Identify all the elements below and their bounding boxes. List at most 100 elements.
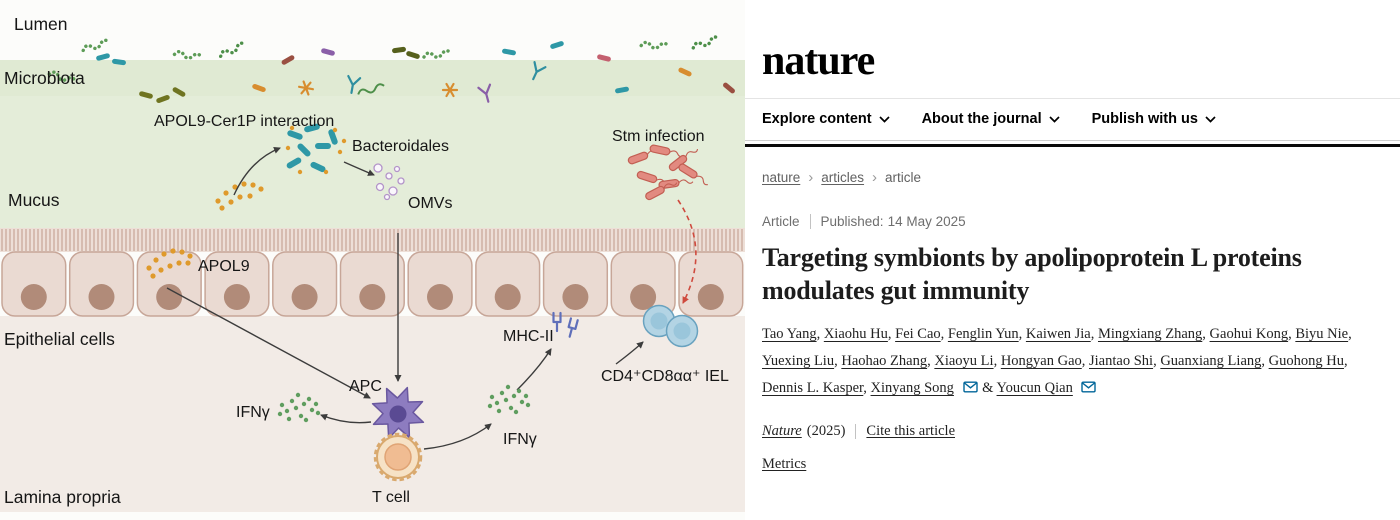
nav-about-journal[interactable]: About the journal bbox=[922, 111, 1060, 127]
apol9-dot bbox=[176, 260, 182, 266]
author-link[interactable]: Fenglin Yun bbox=[947, 326, 1019, 343]
metrics-link[interactable]: Metrics bbox=[762, 456, 807, 473]
stm-bacterium bbox=[678, 163, 708, 186]
author-link[interactable]: Xinyang Song bbox=[870, 379, 954, 396]
author-link[interactable]: Dennis L. Kasper bbox=[762, 379, 864, 396]
author-link[interactable]: Mingxiang Zhang bbox=[1097, 326, 1203, 343]
ifng-dot bbox=[494, 400, 500, 406]
ifng-dot bbox=[487, 403, 493, 409]
breadcrumb-separator: › bbox=[872, 169, 878, 186]
bacterium-icon bbox=[550, 41, 564, 49]
label-epithelial-cells: Epithelial cells bbox=[4, 329, 115, 349]
ifng-dot bbox=[295, 392, 301, 398]
cite-this-article-link[interactable]: Cite this article bbox=[866, 423, 956, 440]
arrow-apol9-to-bacteroidales bbox=[233, 146, 281, 196]
citation-row: Nature (2025) Cite this article bbox=[762, 423, 1383, 440]
published-date: 14 May 2025 bbox=[887, 214, 966, 229]
bacterium-icon bbox=[532, 61, 547, 81]
epithelial-cell-row bbox=[1, 251, 744, 317]
cell-nucleus bbox=[427, 284, 453, 310]
ifng-dot bbox=[523, 393, 529, 399]
arrow-apc-to-ifng-left bbox=[320, 413, 372, 424]
site-header: nature bbox=[745, 0, 1400, 99]
apol9-dot bbox=[219, 205, 225, 211]
label-stm-infection: Stm infection bbox=[612, 128, 704, 145]
omv-vesicle bbox=[393, 165, 401, 173]
author-separator: , bbox=[887, 326, 896, 343]
author-link[interactable]: Kaiwen Jia bbox=[1025, 326, 1091, 343]
article-type: Article bbox=[762, 214, 800, 229]
cell-nucleus bbox=[697, 284, 724, 310]
author-separator: , bbox=[863, 379, 871, 396]
apol9-dot-arc bbox=[146, 248, 193, 279]
bacterium-icon bbox=[156, 94, 170, 104]
cer1p-dot bbox=[285, 145, 291, 151]
bacterium-icon bbox=[347, 74, 362, 94]
bacteroidales-cluster bbox=[286, 123, 338, 173]
arrow-ifng-to-mhc2 bbox=[516, 348, 552, 391]
epithelial-cell bbox=[272, 251, 338, 317]
author-link[interactable]: Hongyan Gao bbox=[1000, 352, 1082, 369]
iel-cells bbox=[642, 304, 699, 348]
arrow-to-iel bbox=[615, 341, 644, 365]
ifng-dot bbox=[508, 405, 514, 411]
author-separator: , bbox=[1261, 352, 1269, 369]
ifng-dot bbox=[289, 398, 295, 404]
author-separator: , bbox=[1202, 326, 1210, 343]
journal-link[interactable]: Nature bbox=[762, 423, 802, 440]
ifng-dot bbox=[315, 410, 321, 416]
cer1p-dot bbox=[341, 138, 347, 144]
ifng-dots-left bbox=[277, 392, 321, 423]
author-separator: , bbox=[940, 326, 948, 343]
apol9-dot bbox=[223, 190, 229, 196]
epithelial-cell bbox=[339, 251, 405, 317]
author-link[interactable]: Guohong Hu bbox=[1268, 352, 1344, 369]
cell-nucleus bbox=[223, 284, 250, 310]
author-separator: , bbox=[1081, 352, 1090, 369]
apol9-dot bbox=[187, 253, 193, 259]
arrow-apol9-to-apc bbox=[166, 287, 371, 399]
epithelial-cell bbox=[204, 251, 270, 317]
nature-article-page: nature Explore content About the journal… bbox=[745, 0, 1400, 520]
ifng-dot bbox=[505, 384, 511, 390]
brush-border-band bbox=[0, 228, 745, 252]
author-link[interactable]: Yuexing Liu bbox=[762, 352, 835, 369]
bacterium-chain-icon bbox=[639, 40, 671, 50]
author-link[interactable]: Gaohui Kong bbox=[1209, 326, 1289, 343]
nav-publish-with-us[interactable]: Publish with us bbox=[1092, 111, 1216, 127]
bacterium-icon bbox=[723, 82, 735, 94]
gut-immunity-figure: Lumen Microbiota APOL9-Cer1P interaction… bbox=[0, 14, 745, 512]
label-iel: CD4⁺CD8αα⁺ IEL bbox=[601, 368, 729, 385]
bacterium-icon bbox=[357, 83, 385, 95]
envelope-icon[interactable] bbox=[962, 381, 978, 393]
label-lamina-propria: Lamina propria bbox=[4, 487, 121, 507]
author-link[interactable]: Youcun Qian bbox=[996, 379, 1073, 396]
bacteroidales-rod bbox=[297, 143, 311, 157]
author-link[interactable]: Guanxiang Liang bbox=[1160, 352, 1262, 369]
author-link[interactable]: Haohao Zhang bbox=[841, 352, 928, 369]
t-cell bbox=[373, 432, 423, 482]
apol9-dot bbox=[215, 198, 221, 204]
breadcrumb-link-nature[interactable]: nature bbox=[762, 170, 801, 185]
author-link[interactable]: Biyu Nie bbox=[1295, 326, 1349, 343]
author-link[interactable]: Fei Cao bbox=[895, 326, 941, 343]
label-ifng-left: IFNγ bbox=[236, 404, 270, 421]
author-link[interactable]: Jiantao Shi bbox=[1089, 352, 1154, 369]
author-link[interactable]: Xiaohu Hu bbox=[823, 326, 888, 343]
article-header: nature › articles › article Article Publ… bbox=[745, 147, 1400, 473]
breadcrumb-link-articles[interactable]: articles bbox=[821, 170, 865, 185]
author-link[interactable]: Tao Yang bbox=[762, 326, 817, 343]
nature-logo[interactable]: nature bbox=[762, 38, 875, 84]
epithelial-cell bbox=[68, 251, 135, 317]
apol9-cer1p-dot-arc bbox=[215, 181, 264, 211]
cer1p-dots bbox=[285, 125, 347, 175]
cer1p-dot bbox=[297, 169, 303, 175]
cell-nucleus bbox=[359, 284, 386, 310]
ifng-dot bbox=[309, 407, 315, 413]
ifng-dot bbox=[293, 405, 299, 411]
breadcrumb-current: article bbox=[885, 170, 922, 185]
envelope-icon[interactable] bbox=[1081, 381, 1097, 393]
author-link[interactable]: Xiaoyu Li bbox=[934, 352, 994, 369]
nav-explore-content[interactable]: Explore content bbox=[762, 111, 890, 127]
